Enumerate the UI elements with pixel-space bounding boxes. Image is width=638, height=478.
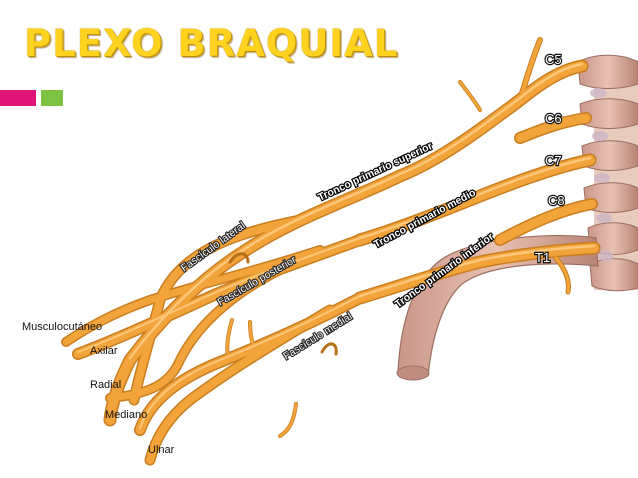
nerve-label-radial: Radial <box>90 379 121 391</box>
accent-bar-pink <box>0 90 36 106</box>
trunk-label-middle: Tronco primario medio <box>372 187 478 251</box>
nerve-label-musculocutaneous: Musculocutáneo <box>22 321 102 333</box>
nerve-label-ulnar: Ulnar <box>148 444 175 456</box>
accent-bar-green <box>41 90 63 106</box>
root-label-t1: T1 <box>535 250 550 265</box>
nerve-bundle <box>61 37 601 466</box>
root-label-c7: C7 <box>545 153 562 168</box>
rib-cut-end <box>396 365 430 381</box>
root-label-c6: C6 <box>545 111 562 126</box>
root-label-c5: C5 <box>545 52 562 67</box>
root-label-c8: C8 <box>548 193 565 208</box>
nerve-label-median: Mediano <box>105 409 147 421</box>
spine <box>577 54 638 292</box>
slide-title: PLEXO BRAQUIAL <box>24 22 399 65</box>
nerve-label-axillary: Axilar <box>90 345 118 357</box>
